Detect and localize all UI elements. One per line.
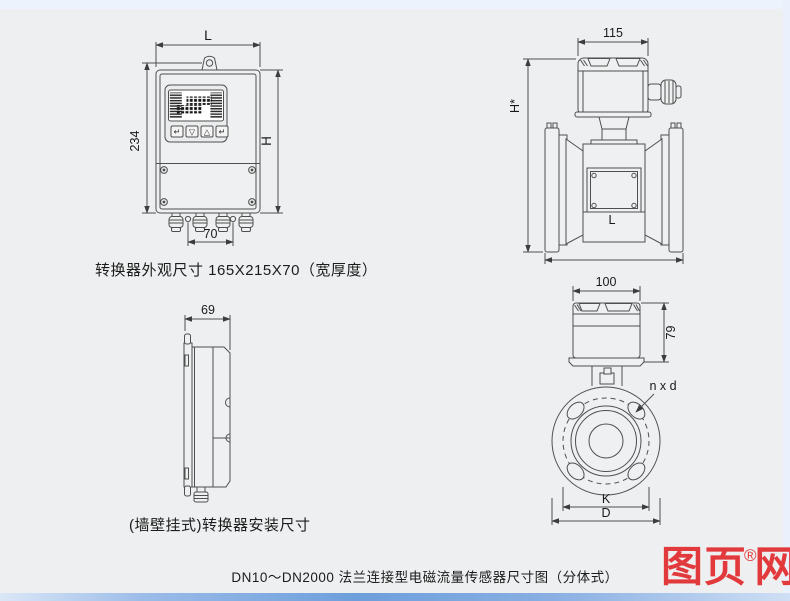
watermark-logo: 图页®网 (661, 546, 790, 588)
raised-face-outer (570, 405, 642, 477)
down-key (185, 125, 199, 138)
sensor-side-view: L 115 H* (508, 26, 684, 264)
enter-key-2 (215, 125, 229, 138)
mount-tab-bottom (184, 485, 191, 497)
neck-lower (601, 128, 627, 141)
wall-mount-caption: (墙壁挂式)转换器安装尺寸 (129, 517, 311, 534)
up-key (200, 125, 214, 138)
cover-screws (160, 166, 256, 206)
dim-front-height-H: H (259, 69, 283, 214)
dim-sensor-length-line (544, 253, 684, 264)
svg-text:100: 100 (596, 275, 617, 289)
dim-flange-od: D (551, 498, 661, 525)
svg-text:115: 115 (603, 26, 623, 40)
svg-text:H: H (259, 136, 274, 146)
raised-face-inner (575, 410, 637, 472)
sensor-body (582, 143, 646, 243)
watermark-text-right: 网 (754, 543, 790, 590)
dim-sensor-height: H* (508, 58, 576, 253)
dim-end-box-height: 79 (641, 302, 678, 363)
led-bars-right (210, 92, 222, 119)
dim-bolt-circle: K (562, 487, 650, 511)
mount-tab-top (184, 333, 191, 345)
right-flange (660, 122, 684, 253)
up-arrow-icon: △ (204, 128, 211, 137)
bolt-hole-callout: n x d (635, 379, 677, 413)
svg-text:L: L (204, 27, 212, 43)
svg-text:79: 79 (664, 326, 678, 340)
cover-clip-lower (225, 433, 231, 443)
watermark-text-left: 图页 (661, 543, 748, 590)
bottom-scroll-bar[interactable] (0, 593, 790, 601)
cover-clip-upper (225, 397, 231, 408)
neck-upper (598, 116, 630, 130)
left-cone (565, 138, 584, 245)
dim-depth: 69 (184, 303, 231, 350)
dim-gland-spacing: 70 (187, 222, 234, 246)
converter-front-view: ↵ ▽ △ ↵ (128, 27, 283, 246)
main-title: DN10～DN2000 法兰连接型电磁流量传感器尺寸图（分体式） (231, 570, 619, 585)
down-arrow-icon: ▽ (189, 128, 196, 137)
enter-key-icon: ↵ (174, 128, 181, 137)
side-cable-gland (193, 486, 209, 503)
cable-glands (168, 212, 254, 232)
svg-text:69: 69 (201, 303, 215, 317)
svg-text:H*: H* (508, 99, 522, 113)
keypad: ↵ ▽ △ ↵ (170, 125, 229, 138)
enter-key (170, 125, 184, 138)
nameplate-screws (591, 172, 637, 209)
right-edge-strip (783, 0, 790, 601)
dim-sensor-length-label: L (609, 213, 616, 227)
svg-text:n x d: n x d (649, 379, 676, 393)
svg-text:234: 234 (128, 131, 142, 152)
hanger-hole (205, 59, 214, 67)
led-matrix-lower (176, 105, 202, 114)
right-cone (644, 138, 663, 245)
mount-hole-right (229, 215, 237, 223)
mount-hole-left (184, 215, 192, 223)
dim-sensor-box-width: 115 (577, 26, 649, 56)
bolt-circle (562, 397, 650, 485)
registered-mark-icon: ® (744, 546, 758, 565)
converter-side-view: 69 (183, 303, 231, 503)
enter-key-icon-2: ↵ (219, 128, 226, 137)
sensor-cable-gland (647, 79, 682, 105)
bore-circle (588, 423, 624, 459)
svg-text:70: 70 (204, 227, 218, 241)
end-junction-box (568, 302, 645, 367)
svg-text:K: K (602, 492, 611, 506)
led-matrix-upper (186, 96, 212, 105)
junction-box (574, 57, 652, 118)
neck-plate (590, 139, 638, 145)
top-edge-strip (0, 0, 790, 9)
converter-housing-profile (191, 346, 231, 488)
converter-size-caption: 转换器外观尺寸 165X215X70（宽厚度） (95, 262, 378, 279)
dim-end-box-width: 100 (572, 275, 641, 301)
svg-text:D: D (601, 506, 610, 520)
left-flange (544, 122, 568, 253)
dim-front-height-234: 234 (128, 62, 202, 214)
sensor-end-view: n x d 100 79 K (551, 275, 678, 525)
end-neck (591, 366, 623, 386)
